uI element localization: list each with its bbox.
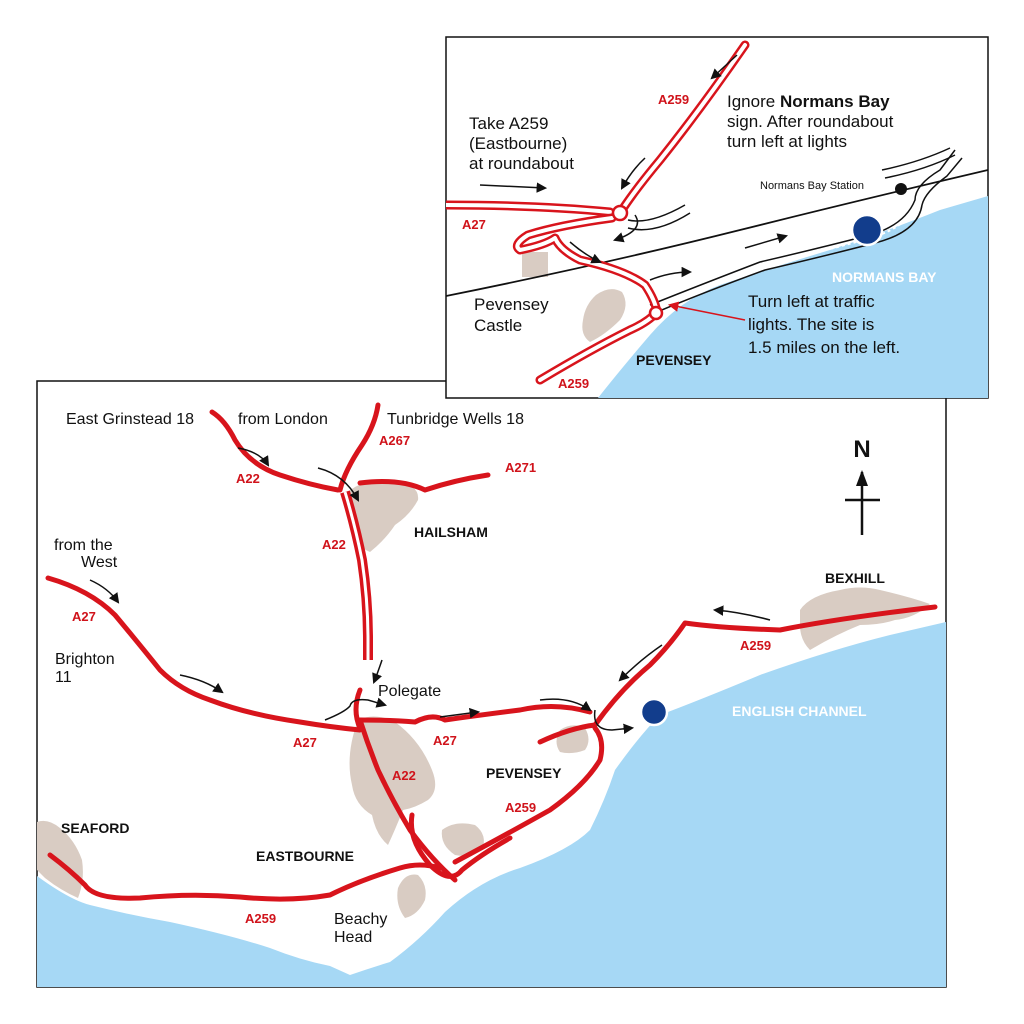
inset-ignore-3: turn left at lights <box>727 132 847 151</box>
label-seaford: SEAFORD <box>61 820 129 836</box>
road-a259-east <box>592 604 938 728</box>
label-english-channel: ENGLISH CHANNEL <box>732 703 867 719</box>
inset-ignore-2: sign. After roundabout <box>727 112 894 131</box>
label-a27-mid: A27 <box>293 735 317 750</box>
arrow-a27-east-1 <box>439 707 481 719</box>
inset-station-dot <box>895 183 907 195</box>
label-from-london: from London <box>238 411 328 428</box>
road-a22-polegate-link <box>353 687 363 731</box>
road-a27-spur <box>537 722 598 745</box>
inset-turn-3: 1.5 miles on the left. <box>748 338 900 357</box>
label-a22-north: A22 <box>236 471 260 486</box>
town-hailsham <box>345 479 419 552</box>
arrow-bexhill <box>712 605 771 621</box>
inset-turn-2: lights. The site is <box>748 315 874 334</box>
label-brighton-2: 11 <box>55 669 72 686</box>
inset-pevensey-town <box>582 289 626 342</box>
inset-ignore-1: Ignore Normans Bay <box>727 92 890 111</box>
label-from-west-1: from the <box>54 537 113 554</box>
arrow-a259-down <box>618 644 663 682</box>
inset-traffic-lights <box>648 305 664 321</box>
road-a27-east <box>357 703 593 725</box>
town-eastbourne-south <box>441 823 484 856</box>
inset-pevensey: PEVENSEY <box>636 352 712 368</box>
inset-station-label: Normans Bay Station <box>760 180 864 192</box>
inset-normans-bay: NORMANS BAY <box>832 269 937 285</box>
arrow-a27-east-2 <box>539 698 592 712</box>
label-a27-west: A27 <box>72 609 96 624</box>
inset-arrow-site <box>667 301 746 321</box>
arrow-from-london <box>237 447 270 467</box>
inset-arrow-roundabout <box>613 214 639 243</box>
road-a22-north <box>209 409 341 493</box>
compass-label: N <box>853 436 870 463</box>
label-a22-south: A22 <box>392 768 416 783</box>
inset-arrow-coast-2 <box>744 233 789 249</box>
arrow-from-west <box>89 579 120 604</box>
arrow-to-site <box>593 709 635 735</box>
inset-arrow-a259-in <box>710 54 738 80</box>
town-bexhill <box>800 587 930 650</box>
label-polegate: Polegate <box>378 683 441 700</box>
main-map: N A22 A267 A271 A22 A27 A27 A27 A22 A259… <box>36 380 947 988</box>
label-a27-east: A27 <box>433 733 457 748</box>
inset-arrow-take <box>479 182 548 193</box>
inset-label-a259-north: A259 <box>658 92 689 107</box>
label-beachy-2: Head <box>334 929 372 946</box>
inset-arrow-coast-1 <box>649 266 693 281</box>
inset-label-a259-south: A259 <box>558 376 589 391</box>
inset-label-a27: A27 <box>462 217 486 232</box>
north-compass: N <box>845 436 880 535</box>
road-a22-south <box>357 717 458 883</box>
road-a259-south <box>47 852 443 902</box>
inset-castle-area <box>522 252 548 277</box>
label-hailsham: HAILSHAM <box>414 524 488 540</box>
label-brighton-1: Brighton <box>55 651 115 668</box>
arrow-polegate <box>372 659 383 684</box>
label-tunbridge-wells: Tunbridge Wells 18 <box>387 411 524 428</box>
road-a259-coast <box>452 725 605 865</box>
inset-turn-1: Turn left at traffic <box>748 292 875 311</box>
inset-arrow-down <box>620 157 646 190</box>
label-a259-east: A259 <box>740 638 771 653</box>
inset-map: A259 A27 A259 Take A259 (Eastbourne) at … <box>445 36 989 399</box>
site-marker <box>639 697 669 727</box>
inset-ignore-bold: Normans Bay <box>780 92 890 111</box>
town-beachy <box>397 874 426 918</box>
road-a267 <box>337 402 381 493</box>
label-a22-dual: A22 <box>322 537 346 552</box>
inset-sea <box>598 196 988 398</box>
inset-take-2: (Eastbourne) <box>469 134 567 153</box>
label-east-grinstead: East Grinstead 18 <box>66 411 194 428</box>
arrow-hailsham-in <box>317 467 359 502</box>
town-seaford <box>37 820 83 898</box>
inset-castle-2: Castle <box>474 316 522 335</box>
label-a259-south: A259 <box>245 911 276 926</box>
sea <box>37 622 946 987</box>
road-a271 <box>357 472 491 493</box>
label-bexhill: BEXHILL <box>825 570 885 586</box>
label-a271: A271 <box>505 460 536 475</box>
label-a267: A267 <box>379 433 410 448</box>
arrow-polegate-turn <box>324 697 388 721</box>
label-a259-mid: A259 <box>505 800 536 815</box>
label-eastbourne: EASTBOURNE <box>256 848 354 864</box>
inset-roundabout <box>611 204 629 222</box>
inset-take-1: Take A259 <box>469 114 548 133</box>
inset-take-3: at roundabout <box>469 154 574 173</box>
inset-arrow-link <box>569 241 602 264</box>
arrow-a27-approach <box>179 674 224 694</box>
inset-station-dashes <box>759 194 919 266</box>
road-a27-west <box>45 575 363 733</box>
label-pevensey: PEVENSEY <box>486 765 562 781</box>
inset-site-marker <box>850 213 884 247</box>
label-beachy-1: Beachy <box>334 911 387 928</box>
label-from-west-2: West <box>81 554 118 571</box>
road-a22-loop <box>408 812 513 879</box>
inset-castle-1: Pevensey <box>474 295 549 314</box>
inset-ignore-prefix: Ignore <box>727 92 780 111</box>
